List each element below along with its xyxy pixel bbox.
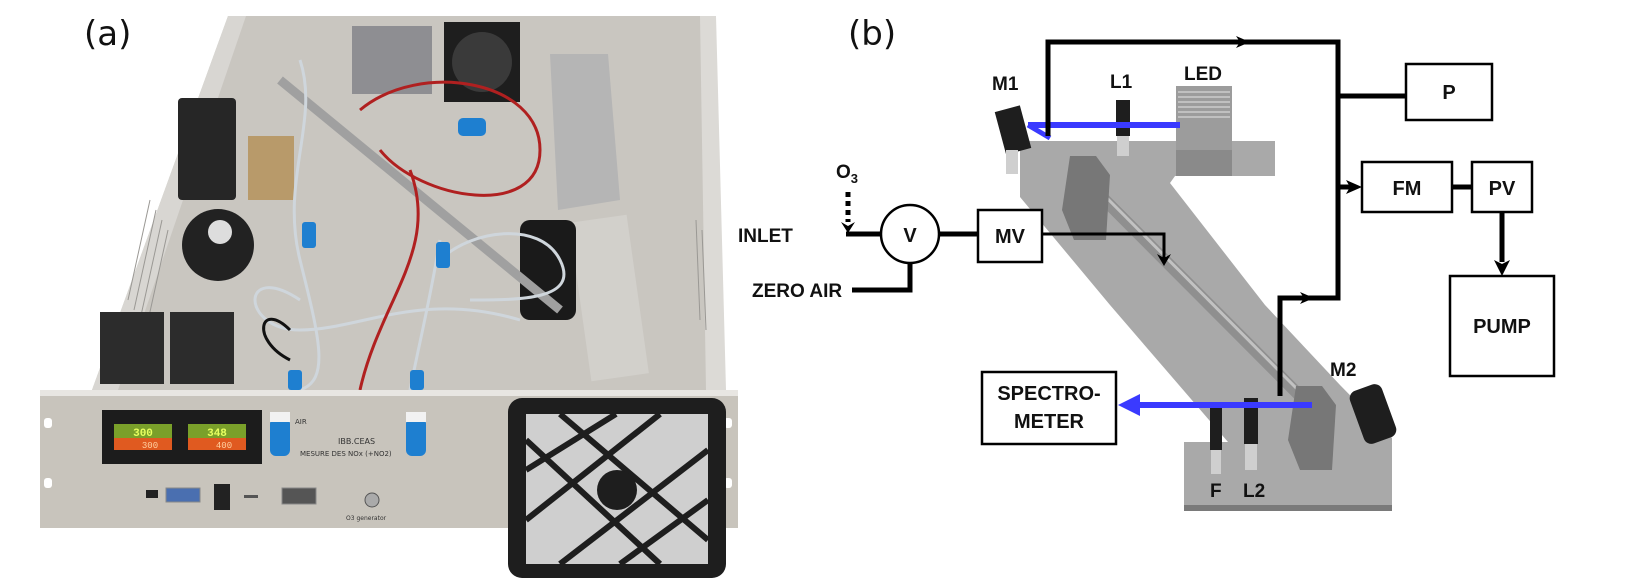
flow-arrow-icon [1157, 254, 1171, 266]
flow-arrow-icon [1236, 36, 1250, 48]
fan-blades [452, 32, 512, 92]
tubing [253, 59, 566, 392]
filter-f-mount [1210, 408, 1222, 450]
display-2-setpoint: 400 [216, 441, 232, 451]
instrument-photo: 300 300 348 400 AIR IBB.CEAS MESURE DES … [40, 16, 738, 578]
mirror-m1-mount [994, 105, 1032, 155]
flow-arrow-icon [1346, 180, 1362, 194]
flow-arrow-icon [1300, 292, 1314, 304]
circuit-board [248, 136, 294, 200]
l2-label: L2 [1243, 481, 1265, 502]
usb-port [146, 490, 158, 498]
optical-cell [1069, 164, 1328, 424]
m2-label: M2 [1330, 360, 1356, 381]
power-supply-block [178, 98, 236, 200]
spectrometer-box [980, 370, 1118, 446]
display-1-setpoint: 300 [142, 441, 158, 451]
lens-l2-mount [1244, 398, 1258, 444]
chassis-right-wall [700, 16, 726, 390]
display-2-reading: 348 [207, 428, 227, 440]
pump-box [1448, 274, 1556, 378]
flow-lines [846, 39, 1505, 396]
optical-cell-tube [277, 76, 563, 314]
mv-label: MV [995, 226, 1026, 248]
optical-bench [1020, 141, 1392, 509]
led-housing [1176, 86, 1232, 176]
m1-label: M1 [992, 74, 1019, 95]
panel-label-a: (a) [84, 14, 132, 54]
handwriting-line2: MESURE DES NOx (+NO2) [300, 450, 392, 458]
beam-arrow-icon [1118, 394, 1140, 416]
led-label: LED [1184, 64, 1222, 85]
pressure-sensor-p-box [1404, 62, 1494, 122]
l1-label: L1 [1110, 72, 1133, 93]
valve-v [879, 203, 941, 265]
lens-l1-mount [1116, 100, 1130, 136]
handwriting-line1: IBB.CEAS [338, 437, 375, 446]
flow-arrow-icon [1494, 260, 1510, 276]
fm-label: FM [1393, 178, 1422, 200]
controller-1-body [100, 312, 164, 384]
connector-note: O3 generator [346, 515, 387, 522]
fitting-label: AIR [295, 418, 307, 426]
ethernet-port [214, 484, 230, 510]
panel-label-b: (b) [848, 14, 897, 54]
heatsink-module [352, 26, 432, 94]
flow-meter-fm-box [1360, 160, 1454, 214]
spectrometer-label-line1: SPECTRO- [997, 383, 1100, 405]
spectrometer-label-line2: METER [1014, 411, 1085, 433]
pump-label: PUMP [1473, 316, 1531, 338]
mirror-m2-mount [1349, 384, 1397, 444]
o3-label: O3 [836, 162, 858, 186]
mass-valve-mv-box [976, 208, 1044, 264]
f-label: F [1210, 481, 1222, 502]
front-fitting-1 [270, 418, 290, 456]
zero-air-label: ZERO AIR [752, 281, 842, 302]
p-label: P [1442, 82, 1455, 104]
controller-2-body [170, 312, 234, 384]
serial-port [281, 487, 317, 505]
o3-arrow-icon [841, 222, 855, 233]
mount-block-top [1062, 156, 1110, 240]
pressure-valve-pv-box [1470, 160, 1534, 214]
mount-block-bottom [1288, 386, 1336, 470]
blue-fittings [288, 118, 486, 390]
bnc-connector [364, 492, 380, 508]
black-canister [520, 220, 576, 320]
front-fitting-2 [406, 418, 426, 456]
display-1-reading: 300 [133, 428, 153, 440]
pump-motor [182, 209, 254, 281]
psu-perforated [550, 54, 620, 210]
vga-port [165, 487, 201, 503]
valve-label: V [903, 225, 917, 247]
filter-housing [569, 214, 649, 382]
pv-label: PV [1489, 178, 1516, 200]
